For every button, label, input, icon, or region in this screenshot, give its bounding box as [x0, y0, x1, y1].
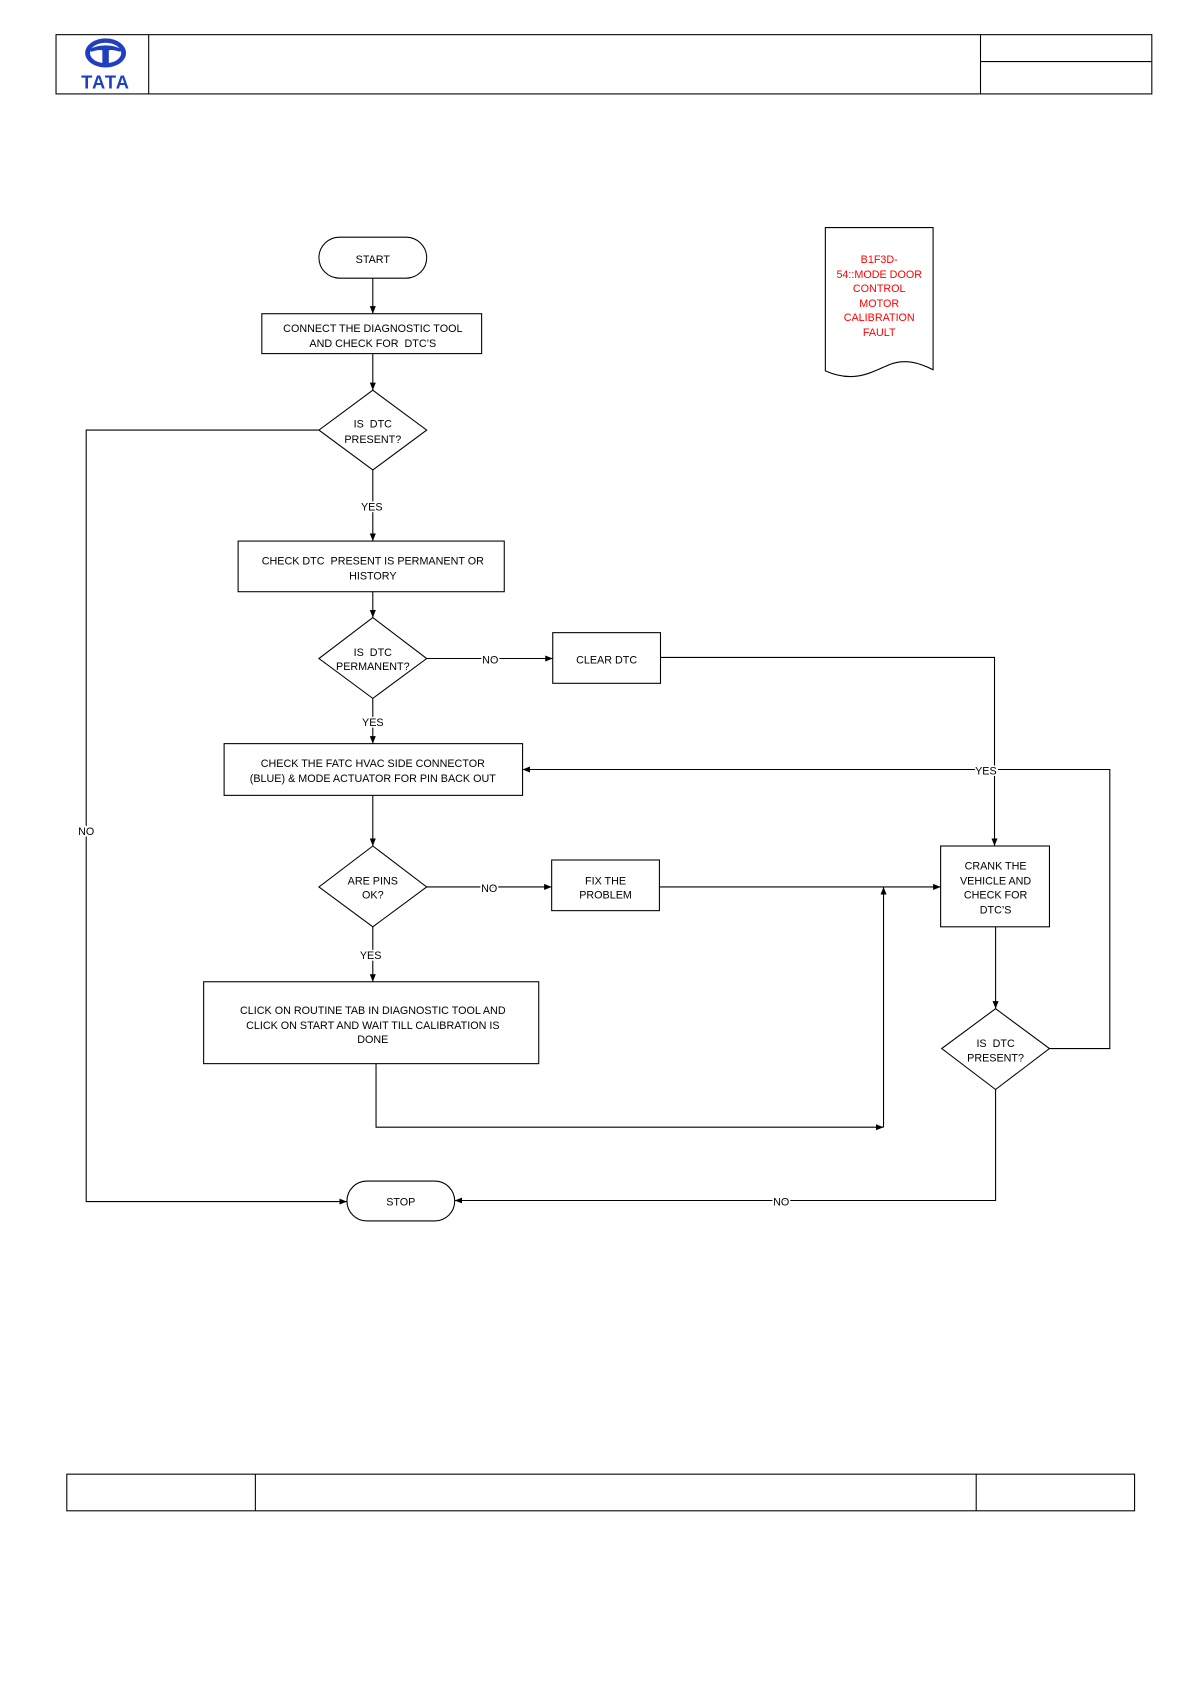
- crank-vehicle-box: [940, 845, 1051, 928]
- check-permanent-line: HISTORY: [349, 571, 396, 583]
- clear-dtc-box: [552, 632, 662, 684]
- fault-code-line: B1F3D-: [861, 254, 899, 266]
- pins-ok-line: OK?: [362, 890, 384, 902]
- check-connector-line: CHECK THE FATC HVAC SIDE CONNECTOR: [261, 758, 485, 770]
- fault-code-line: MOTOR: [859, 298, 899, 310]
- fix-problem-line: FIX THE: [585, 876, 626, 888]
- dtc-recheck-line: PRESENT?: [967, 1052, 1024, 1064]
- connector-dtc-check-no-to-stop: [85, 429, 347, 1205]
- fix-problem-box: [551, 859, 660, 912]
- footer-frame: [66, 1473, 1136, 1512]
- dtc-permanent-diamond: [318, 616, 428, 700]
- connector-routine-to-junction: [375, 1063, 884, 1131]
- dtc-present-line: PRESENT?: [344, 434, 401, 446]
- check-connector-box: [223, 743, 524, 796]
- stop-label: STOP: [386, 1197, 415, 1209]
- header-frame: [55, 34, 1153, 95]
- check-connector-line: (BLUE) & MODE ACTUATOR FOR PIN BACK OUT: [250, 773, 496, 785]
- node-check-connector: CHECK THE FATC HVAC SIDE CONNECTOR (BLUE…: [223, 743, 524, 796]
- dtc-permanent-line: PERMANENT?: [336, 661, 410, 673]
- edge-label-pins-yes: YES: [360, 950, 382, 962]
- routine-tab-line: CLICK ON ROUTINE TAB IN DIAGNOSTIC TOOL …: [240, 1005, 506, 1017]
- tata-logo: TATA: [81, 38, 130, 93]
- edge-label-dtc-check-no: NO: [78, 826, 94, 838]
- node-fix-problem: FIX THE PROBLEM: [551, 859, 660, 912]
- connector-dtc-recheck-no: [454, 1089, 997, 1204]
- check-permanent-box: [237, 540, 505, 593]
- connect-tool-line: CONNECT THE DIAGNOSTIC TOOL: [283, 323, 462, 335]
- pins-ok-diamond: [318, 845, 428, 928]
- node-dtc-permanent-decision: IS DTC PERMANENT?: [318, 616, 428, 700]
- node-start: START: [318, 236, 428, 279]
- clear-dtc-label: CLEAR DTC: [576, 655, 637, 667]
- crank-vehicle-line: CRANK THE: [965, 860, 1027, 872]
- fault-code-line: FAULT: [863, 327, 896, 339]
- check-permanent-line: CHECK DTC PRESENT IS PERMANENT OR: [262, 556, 484, 568]
- edge-label-permanent-yes: YES: [362, 717, 384, 729]
- crank-vehicle-line: VEHICLE AND: [960, 876, 1031, 888]
- edge-label-dtc-recheck-no: NO: [773, 1197, 789, 1209]
- footer-border: [66, 1473, 1136, 1512]
- stop-terminator: [346, 1180, 456, 1222]
- crank-vehicle-line: CHECK FOR: [964, 890, 1028, 902]
- dtc-present-line: IS DTC: [354, 419, 393, 431]
- node-dtc-recheck-decision: IS DTC PRESENT?: [940, 1008, 1051, 1091]
- fault-code-line: CALIBRATION: [844, 312, 915, 324]
- connector-clear-to-crank: [660, 656, 998, 847]
- connect-tool-line: AND CHECK FOR DTC’S: [309, 338, 436, 350]
- start-terminator: [318, 236, 428, 279]
- start-label: START: [356, 254, 391, 266]
- node-crank-vehicle: CRANK THE VEHICLE AND CHECK FOR DTC’S: [940, 845, 1051, 928]
- header-border: [55, 34, 1153, 95]
- node-pins-ok-decision: ARE PINS OK?: [318, 845, 428, 928]
- pins-ok-line: ARE PINS: [348, 876, 398, 888]
- fault-code-document: B1F3D- 54::MODE DOOR CONTROL MOTOR CALIB…: [824, 226, 934, 378]
- fix-problem-line: PROBLEM: [579, 890, 632, 902]
- flowchart-connectors: [85, 278, 1111, 1205]
- node-routine-tab: CLICK ON ROUTINE TAB IN DIAGNOSTIC TOOL …: [203, 981, 540, 1065]
- fault-code-line: 54::MODE DOOR: [836, 269, 922, 281]
- node-clear-dtc: CLEAR DTC: [552, 632, 662, 684]
- routine-tab-line: DONE: [357, 1034, 388, 1046]
- logo-wordmark: TATA: [81, 72, 130, 93]
- routine-tab-line: CLICK ON START AND WAIT TILL CALIBRATION…: [246, 1020, 499, 1032]
- dtc-present-diamond: [318, 389, 428, 471]
- node-stop: STOP: [346, 1180, 456, 1222]
- dtc-recheck-line: IS DTC: [976, 1038, 1015, 1050]
- dtc-recheck-diamond: [940, 1008, 1051, 1091]
- node-connect-tool: CONNECT THE DIAGNOSTIC TOOL AND CHECK FO…: [261, 313, 483, 355]
- logo-t-mark: [90, 45, 121, 67]
- edge-label-dtc-recheck-yes: YES: [975, 766, 997, 778]
- edge-label-dtc-check-yes: YES: [361, 502, 383, 514]
- fault-code-line: CONTROL: [853, 283, 906, 295]
- dtc-permanent-line: IS DTC: [354, 647, 393, 659]
- routine-tab-box: [203, 981, 540, 1065]
- node-dtc-present-decision: IS DTC PRESENT?: [318, 389, 428, 471]
- connector-dtc-recheck-yes: [522, 766, 1111, 1050]
- crank-vehicle-line: DTC’S: [980, 905, 1012, 917]
- edge-label-permanent-no: NO: [482, 655, 498, 667]
- node-check-permanent: CHECK DTC PRESENT IS PERMANENT OR HISTOR…: [237, 540, 505, 593]
- edge-labels: NO YES NO YES NO YES YES NO: [77, 500, 999, 1210]
- connect-tool-box: [261, 313, 483, 355]
- edge-label-pins-no: NO: [481, 883, 497, 895]
- fault-code-document-shape: [824, 226, 934, 378]
